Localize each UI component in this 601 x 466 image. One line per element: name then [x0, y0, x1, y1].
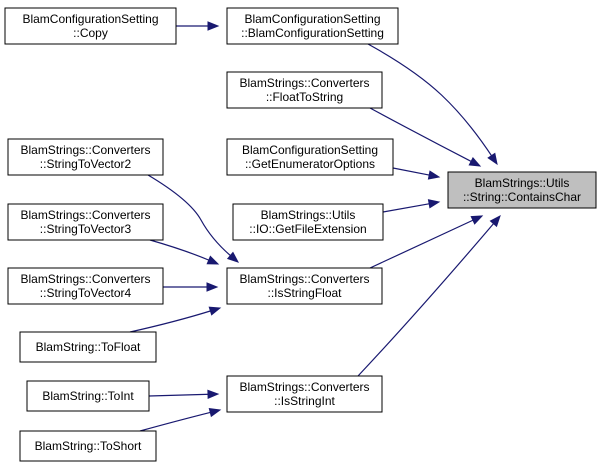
node-copy[interactable]: BlamConfigurationSetting::Copy [4, 7, 177, 45]
arrowhead-icon [226, 251, 240, 263]
node-label-line: ::IO::GetFileExtension [249, 222, 366, 236]
edge-line [369, 107, 474, 163]
edge-tovector2-to-isstringfloat [147, 174, 240, 263]
node-label-line: BlamConfigurationSetting [244, 12, 380, 26]
arrowhead-icon [207, 389, 220, 400]
edge-line [392, 167, 432, 177]
arrowhead-icon [427, 170, 441, 180]
node-box[interactable] [226, 138, 394, 176]
node-containschar[interactable]: BlamStrings::Utils::String::ContainsChar [447, 171, 597, 209]
edge-line [369, 218, 476, 269]
arrowhead-icon [206, 282, 219, 292]
node-box[interactable] [19, 430, 157, 462]
node-label-line: BlamStrings::Utils [475, 176, 570, 190]
node-label-line: BlamStrings::Utils [261, 208, 356, 222]
node-tovector4[interactable]: BlamStrings::Converters::StringToVector4 [7, 267, 164, 305]
node-label-line: ::StringToVector3 [40, 222, 132, 236]
node-label-line: BlamStrings::Converters [239, 272, 369, 286]
arrowhead-icon [207, 21, 220, 31]
node-box[interactable] [226, 375, 383, 413]
node-label-line: BlamStrings::Converters [239, 76, 369, 90]
node-label-line: ::String::ContainsChar [463, 190, 581, 204]
node-label-line: BlamString::ToInt [42, 389, 134, 403]
node-label-line: ::FloatToString [266, 90, 343, 104]
node-isstringfloat[interactable]: BlamStrings::Converters::IsStringFloat [226, 267, 383, 305]
node-ctor[interactable]: BlamConfigurationSetting::BlamConfigurat… [226, 7, 399, 45]
node-label-line: BlamConfigurationSetting [242, 143, 378, 157]
node-getenum[interactable]: BlamConfigurationSetting::GetEnumeratorO… [226, 138, 394, 176]
edge-toint-to-isstringint [148, 389, 220, 400]
node-label-line: BlamStrings::Converters [20, 208, 150, 222]
edge-copy-to-ctor [176, 21, 220, 31]
edge-tovector3-to-isstringfloat [149, 239, 220, 265]
node-label-line: BlamString::ToFloat [36, 340, 141, 354]
node-tovector2[interactable]: BlamStrings::Converters::StringToVector2 [7, 138, 164, 176]
node-label-line: ::IsStringInt [274, 394, 335, 408]
edges-layer [129, 21, 501, 432]
node-label-line: BlamStrings::Converters [20, 143, 150, 157]
edge-isstringfloat-to-containschar [369, 215, 484, 269]
node-box[interactable] [7, 138, 164, 176]
node-box[interactable] [19, 331, 157, 363]
node-label-line: ::StringToVector4 [40, 286, 132, 300]
arrowhead-icon [470, 215, 484, 225]
edge-line [357, 221, 496, 377]
arrowhead-icon [489, 214, 501, 228]
node-label-line: ::IsStringFloat [267, 286, 342, 300]
node-box[interactable] [232, 203, 384, 241]
node-label-line: ::BlamConfigurationSetting [241, 26, 384, 40]
node-label-line: ::GetEnumeratorOptions [245, 157, 375, 171]
edge-isstringint-to-containschar [357, 214, 501, 377]
edge-tovector4-to-isstringfloat [163, 282, 219, 292]
node-box[interactable] [226, 7, 399, 45]
edge-line [382, 202, 432, 213]
arrowhead-icon [208, 306, 222, 316]
edge-getenum-to-containschar [392, 167, 441, 180]
node-box[interactable] [7, 267, 164, 305]
edge-line [147, 174, 233, 258]
edge-line [367, 43, 494, 158]
node-box[interactable] [4, 7, 177, 45]
node-label-line: BlamStrings::Converters [20, 272, 150, 286]
node-box[interactable] [447, 171, 597, 209]
arrowhead-icon [427, 199, 441, 209]
edge-tofloat-to-isstringfloat [129, 306, 222, 333]
edge-floattostring-to-containschar [369, 107, 482, 167]
node-toshort[interactable]: BlamString::ToShort [19, 430, 157, 462]
edge-line [148, 393, 211, 397]
edge-line [129, 309, 213, 333]
node-getfileext[interactable]: BlamStrings::Utils::IO::GetFileExtension [232, 203, 384, 241]
edge-getfileext-to-containschar [382, 199, 441, 213]
node-tovector3[interactable]: BlamStrings::Converters::StringToVector3 [7, 203, 164, 241]
arrowhead-icon [208, 407, 222, 418]
node-box[interactable] [26, 380, 150, 412]
arrowhead-icon [468, 156, 482, 167]
node-label-line: BlamConfigurationSetting [22, 12, 158, 26]
arrowhead-icon [206, 255, 220, 265]
node-box[interactable] [7, 203, 164, 241]
node-isstringint[interactable]: BlamStrings::Converters::IsStringInt [226, 375, 383, 413]
edge-toshort-to-isstringint [139, 407, 222, 432]
edge-line [149, 239, 211, 262]
node-label-line: BlamString::ToShort [35, 439, 142, 453]
edge-line [139, 411, 213, 432]
node-tofloat[interactable]: BlamString::ToFloat [19, 331, 157, 363]
edge-ctor-to-containschar [367, 43, 498, 166]
nodes-layer: BlamConfigurationSetting::CopyBlamConfig… [4, 7, 597, 462]
node-label-line: ::StringToVector2 [40, 157, 132, 171]
node-box[interactable] [226, 267, 383, 305]
arrowhead-icon [487, 152, 498, 166]
node-floattostring[interactable]: BlamStrings::Converters::FloatToString [226, 71, 383, 109]
node-label-line: BlamStrings::Converters [239, 380, 369, 394]
node-label-line: ::Copy [73, 26, 108, 40]
node-box[interactable] [226, 71, 383, 109]
node-toint[interactable]: BlamString::ToInt [26, 380, 150, 412]
